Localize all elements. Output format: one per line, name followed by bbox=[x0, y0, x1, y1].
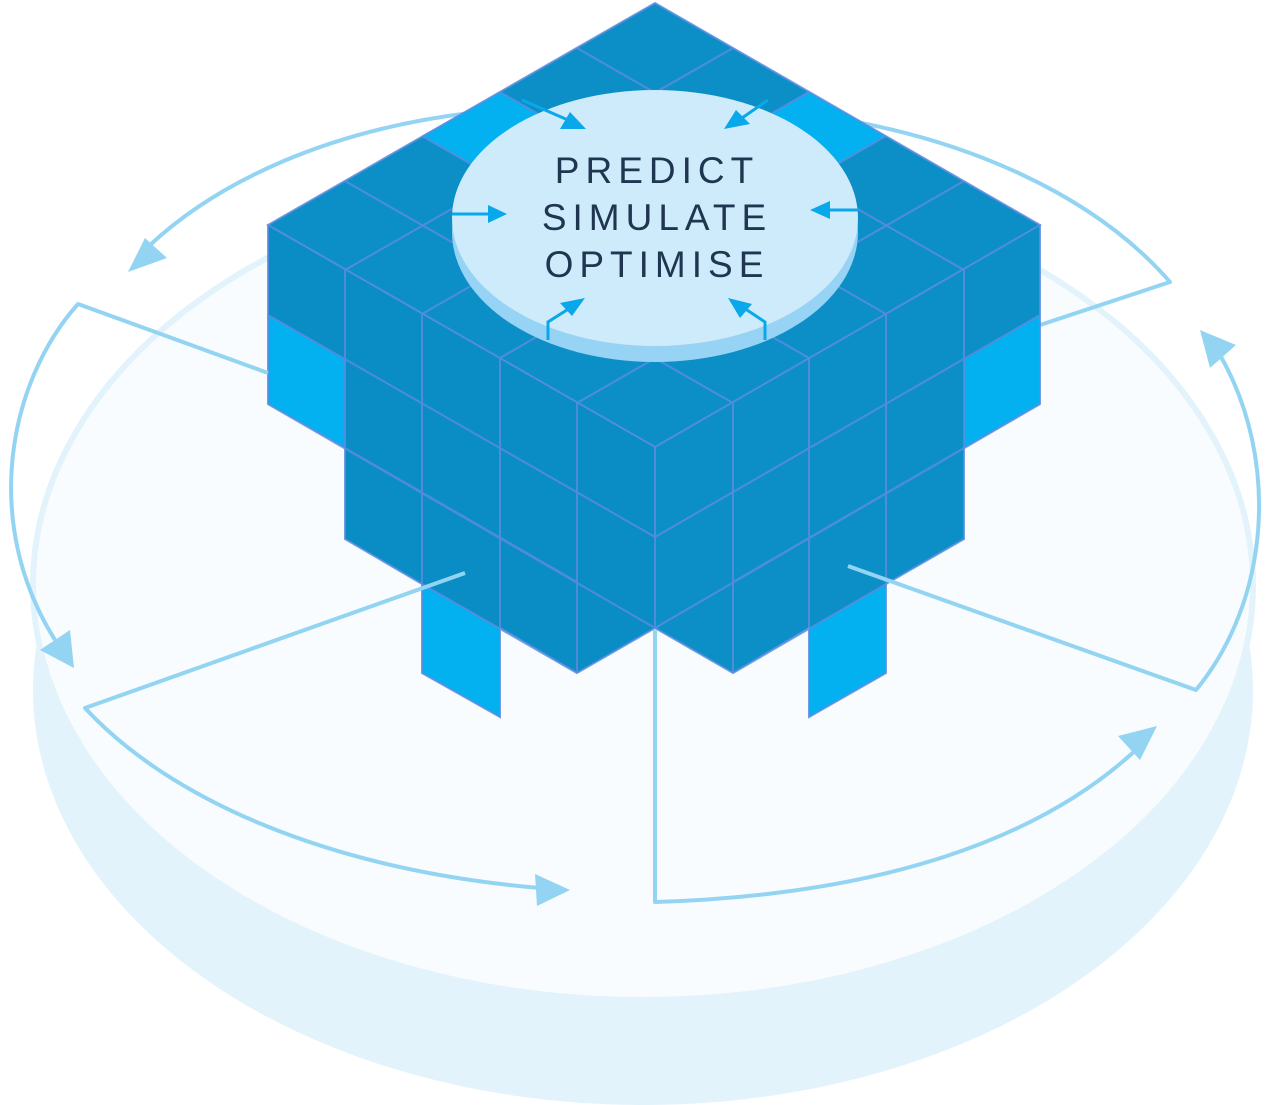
label-simulate: SIMULATE bbox=[542, 197, 772, 238]
central-disc bbox=[452, 90, 858, 362]
cube-left-grid bbox=[267, 225, 656, 719]
flow-arrows bbox=[9, 302, 1262, 906]
flow-right-loop bbox=[847, 354, 1262, 692]
cube-right-grid bbox=[654, 225, 1041, 719]
arrow-in-icon bbox=[560, 112, 586, 129]
label-optimise: OPTIMISE bbox=[545, 244, 770, 285]
arc-top-right bbox=[844, 118, 1172, 327]
arc-top-left bbox=[148, 111, 471, 247]
arrow-in-icon bbox=[488, 205, 507, 223]
label-predict: PREDICT bbox=[555, 150, 759, 191]
flow-bottom-left bbox=[83, 571, 541, 890]
arrow-in-icon bbox=[560, 298, 585, 316]
arrowhead-right bbox=[1200, 330, 1236, 368]
arrowhead-bottom-right bbox=[1118, 726, 1157, 760]
arrowhead-bottom-left bbox=[535, 874, 570, 906]
arrowhead-left bbox=[40, 630, 74, 668]
cube-left-face bbox=[268, 225, 655, 717]
cube-right-face bbox=[655, 225, 1040, 717]
disc-face bbox=[452, 90, 858, 346]
outer-arcs bbox=[128, 111, 1172, 327]
arrow-in-icon bbox=[728, 298, 752, 318]
inward-arrows bbox=[452, 98, 858, 340]
arrowhead-top-left bbox=[128, 238, 167, 272]
arrow-in-icon bbox=[724, 110, 750, 129]
flow-bottom-right bbox=[653, 630, 1140, 904]
flow-left-loop bbox=[9, 302, 269, 642]
arrow-in-icon bbox=[810, 201, 830, 219]
